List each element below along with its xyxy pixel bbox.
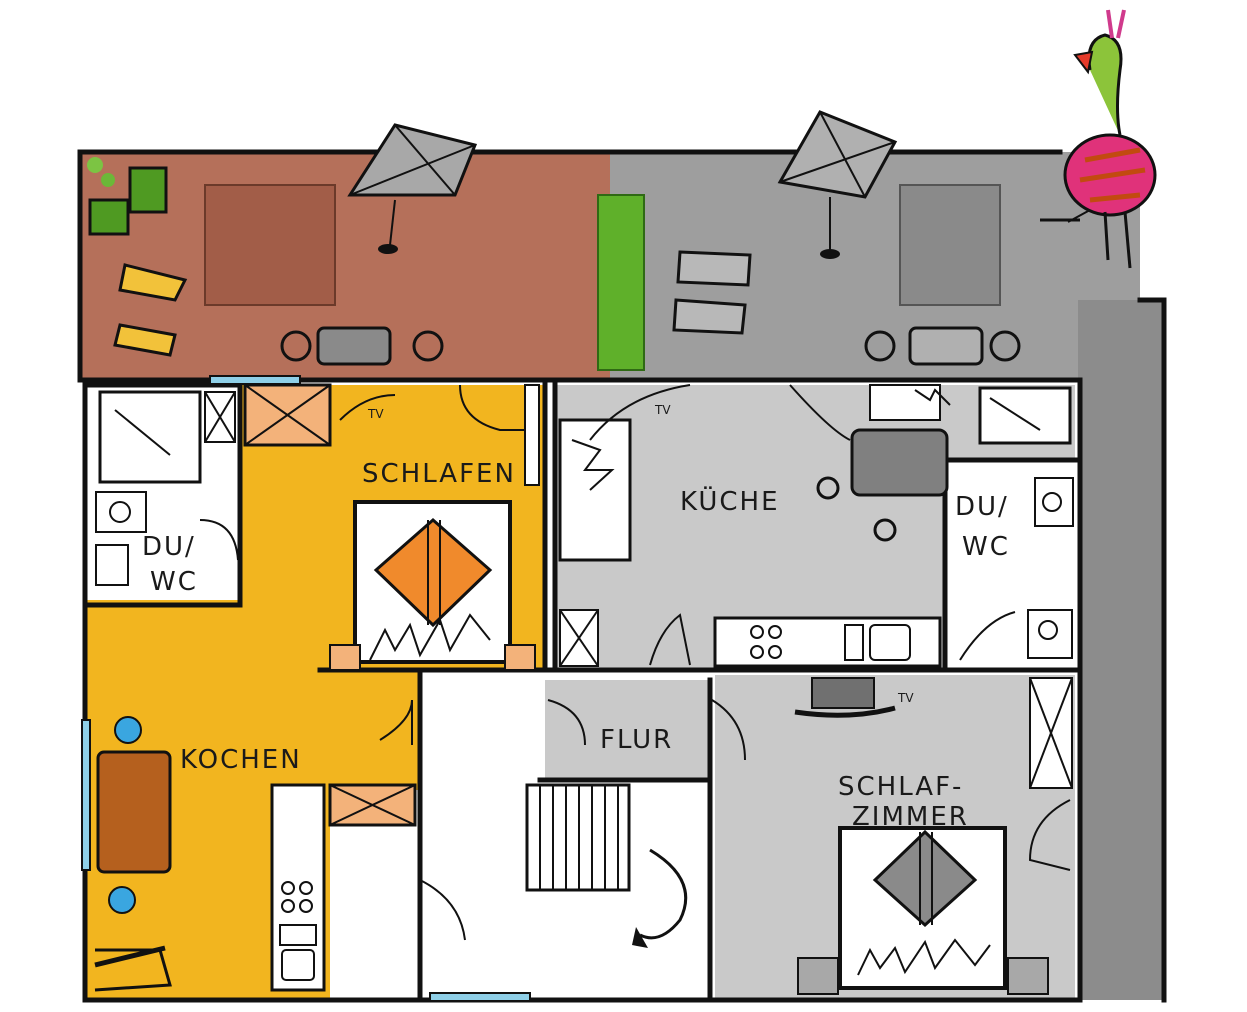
plant-icon bbox=[87, 157, 168, 236]
label-schlafen: SCHLAFEN bbox=[362, 459, 516, 489]
cushion-icon bbox=[108, 886, 136, 914]
kueche-room bbox=[558, 384, 951, 668]
shower-icon bbox=[978, 386, 1072, 445]
door-swing-icon bbox=[789, 384, 851, 441]
kochen-room bbox=[94, 699, 466, 992]
label-flur: FLUR bbox=[600, 725, 673, 755]
door-swing-icon bbox=[199, 519, 239, 561]
bed-icon bbox=[797, 826, 1049, 995]
label-schlafzimmer-1: SCHLAF- bbox=[838, 772, 963, 802]
label-duwc-right-1: DU/ bbox=[955, 492, 1009, 522]
stairs-icon bbox=[525, 783, 688, 948]
sink-icon bbox=[279, 924, 317, 946]
door-swing-icon bbox=[959, 611, 1016, 661]
schlafen-room bbox=[243, 383, 540, 671]
umbrella-icon bbox=[777, 110, 898, 259]
sink-icon bbox=[1034, 477, 1074, 527]
terrace bbox=[77, 9, 1167, 1003]
tv-label-schlafen: TV bbox=[367, 407, 384, 421]
walls bbox=[82, 377, 1083, 1003]
chair-icon bbox=[113, 263, 188, 357]
bed-icon bbox=[329, 500, 536, 671]
door-swing-icon bbox=[649, 613, 691, 666]
cushion-icon bbox=[114, 716, 142, 744]
tv-label-kueche: TV bbox=[654, 403, 671, 417]
tv-label-schlafzimmer: TV bbox=[897, 691, 914, 705]
table-icon bbox=[96, 750, 172, 874]
label-duwc-left-1: DU/ bbox=[142, 532, 196, 562]
door-swing-icon bbox=[339, 394, 396, 421]
bathroom-left-fixtures bbox=[95, 390, 239, 586]
label-duwc-left-2: WC bbox=[150, 567, 198, 597]
chair-icon bbox=[672, 250, 752, 335]
hedge bbox=[597, 194, 645, 371]
door-swing-icon bbox=[589, 384, 691, 441]
rug-right bbox=[899, 184, 1001, 306]
flur-area bbox=[545, 680, 710, 780]
room-labels: SCHLAFEN KÜCHE DU/ WC DU/ WC KOCHEN FLUR… bbox=[142, 403, 1010, 832]
label-kueche: KÜCHE bbox=[680, 485, 780, 517]
label-duwc-right-2: WC bbox=[962, 532, 1010, 562]
stove-icon bbox=[713, 616, 942, 668]
rug-left bbox=[204, 184, 336, 306]
door-swing-icon bbox=[419, 879, 466, 941]
toilet-icon bbox=[95, 544, 129, 586]
bathroom-right-fixtures bbox=[959, 386, 1074, 661]
windows bbox=[81, 375, 531, 1002]
label-schlafzimmer-2: ZIMMER bbox=[852, 802, 969, 832]
schlafzimmer-room bbox=[794, 677, 1073, 995]
shower-icon bbox=[98, 390, 202, 484]
stove-icon bbox=[281, 881, 313, 913]
table-icon bbox=[280, 326, 444, 366]
door-swing-icon bbox=[459, 384, 525, 431]
door-swing-icon bbox=[1028, 799, 1071, 871]
umbrella-icon bbox=[347, 123, 478, 254]
table-icon bbox=[864, 326, 1021, 366]
kitchen-island bbox=[850, 428, 949, 497]
giraffe-icon bbox=[1040, 9, 1157, 269]
door-swing-icon bbox=[711, 699, 746, 761]
terrace-corridor bbox=[1078, 300, 1164, 1000]
label-kochen: KOCHEN bbox=[180, 745, 302, 775]
sink-icon bbox=[95, 491, 147, 533]
door-swing-icon bbox=[547, 699, 586, 746]
door-swing-icon bbox=[379, 699, 413, 745]
kitchen-counter bbox=[270, 783, 326, 992]
